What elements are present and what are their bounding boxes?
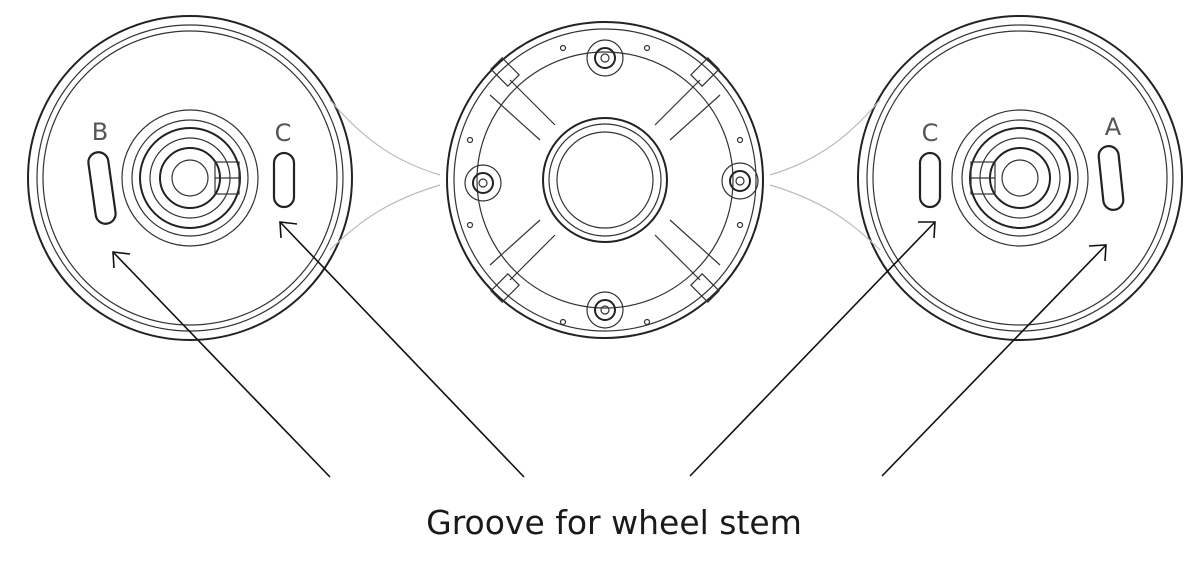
center-base [446, 21, 764, 339]
leader-arrows [112, 221, 1107, 478]
groove-slot-b [87, 151, 117, 225]
label-c-right: C [922, 119, 939, 147]
arrowhead [1088, 244, 1107, 262]
left-mount-plate: B C [27, 15, 441, 341]
label-b: B [92, 118, 108, 146]
leader-line [689, 221, 936, 477]
groove-slot-a [1097, 145, 1125, 211]
groove-slot-c-left [272, 151, 296, 209]
leader-line [881, 244, 1107, 477]
leader-line [279, 221, 525, 478]
label-a: A [1105, 113, 1122, 141]
arrowhead [112, 251, 131, 269]
arrowhead [279, 221, 298, 239]
leader-line [112, 251, 331, 478]
arrowhead [918, 221, 936, 239]
label-c-left: C [275, 119, 292, 147]
caption: Groove for wheel stem [426, 503, 802, 542]
groove-slot-c-right [918, 151, 942, 209]
right-mount-plate: C A [769, 15, 1183, 341]
